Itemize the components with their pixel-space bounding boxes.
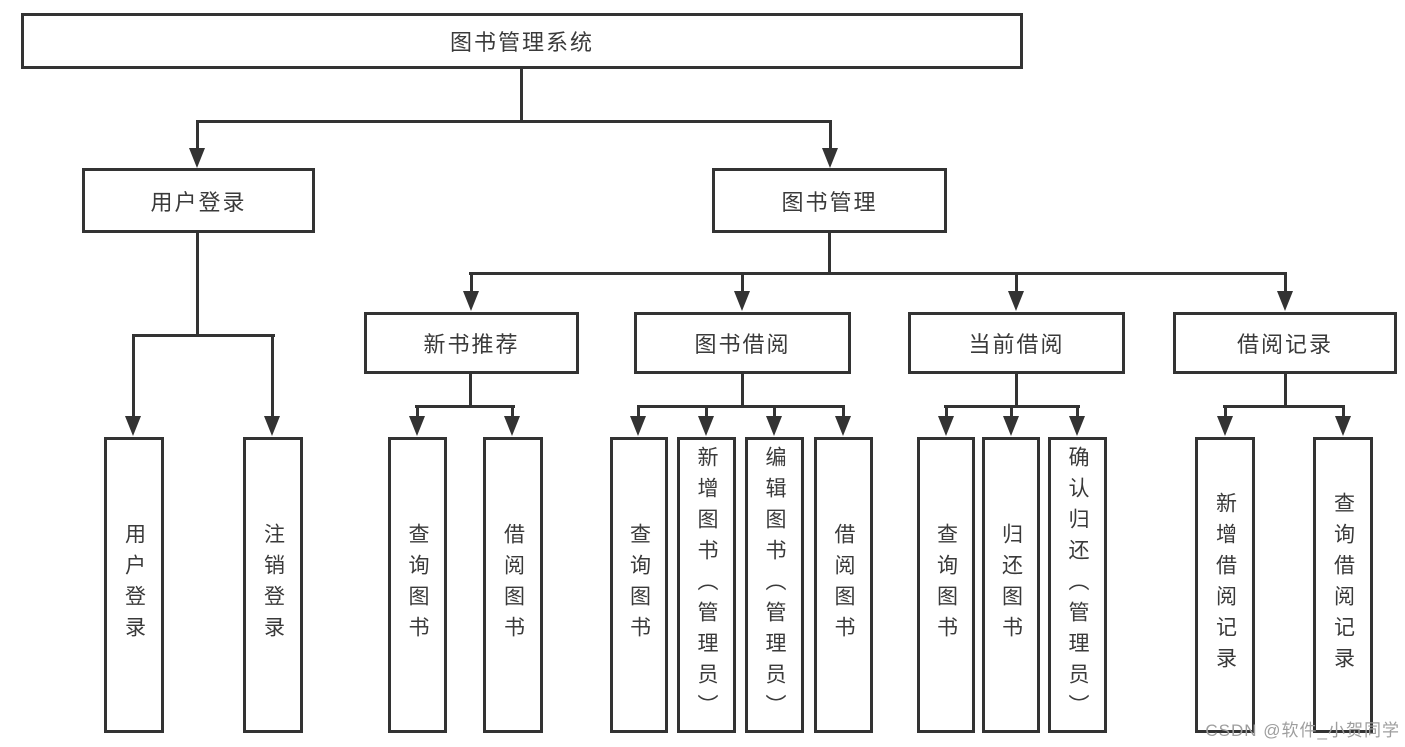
connector-line bbox=[705, 405, 708, 418]
leaf-label: 用户登录 bbox=[122, 523, 146, 647]
node-label: 图书借阅 bbox=[694, 332, 791, 357]
leaf-box-user-login: 用户登录 bbox=[104, 437, 164, 733]
leaf-label: 编辑图书（管理员） bbox=[763, 445, 786, 725]
node-box-library-system: 图书管理系统 bbox=[21, 13, 1023, 69]
node-box-book-management: 图书管理 bbox=[712, 168, 947, 233]
connector-line bbox=[1015, 272, 1018, 293]
leaf-box-add-books-admin: 新增图书（管理员） bbox=[677, 437, 736, 733]
node-label: 图书管理 bbox=[781, 189, 878, 215]
connector-line bbox=[1284, 272, 1287, 293]
connector-line bbox=[469, 374, 472, 407]
leaf-label: 查询图书 bbox=[934, 523, 958, 647]
arrowhead-down-icon bbox=[1335, 416, 1351, 436]
connector-line bbox=[741, 272, 744, 293]
leaf-label: 新增借阅记录 bbox=[1213, 492, 1237, 678]
connector-line bbox=[637, 405, 640, 418]
connector-line bbox=[196, 120, 832, 123]
leaf-label: 借阅图书 bbox=[832, 523, 855, 647]
connector-line bbox=[773, 405, 776, 418]
connector-line bbox=[511, 405, 514, 418]
connector-line bbox=[196, 233, 199, 336]
leaf-box-query-books-recommend: 查询图书 bbox=[388, 437, 447, 733]
arrowhead-down-icon bbox=[734, 291, 750, 311]
connector-line bbox=[637, 405, 845, 408]
leaf-label: 查询借阅记录 bbox=[1331, 492, 1355, 678]
leaf-box-return-books: 归还图书 bbox=[982, 437, 1040, 733]
arrowhead-down-icon bbox=[125, 416, 141, 436]
node-box-book-borrowing: 图书借阅 bbox=[634, 312, 851, 374]
connector-line bbox=[132, 334, 135, 418]
leaf-box-borrow-books-recommend: 借阅图书 bbox=[483, 437, 543, 733]
connector-line bbox=[1224, 405, 1227, 418]
connector-line bbox=[132, 334, 275, 337]
connector-line bbox=[741, 374, 744, 407]
connector-line bbox=[1015, 374, 1018, 407]
node-label: 借阅记录 bbox=[1236, 332, 1333, 357]
leaf-label: 新增图书（管理员） bbox=[695, 445, 718, 725]
leaf-box-query-books-current: 查询图书 bbox=[917, 437, 975, 733]
connector-line bbox=[196, 120, 199, 149]
leaf-box-query-books-borrowing: 查询图书 bbox=[610, 437, 668, 733]
watermark: CSDN @软件_小贺同学 bbox=[1205, 721, 1400, 740]
arrowhead-down-icon bbox=[835, 416, 851, 436]
arrowhead-down-icon bbox=[504, 416, 520, 436]
arrowhead-down-icon bbox=[409, 416, 425, 436]
leaf-box-logout: 注销登录 bbox=[243, 437, 303, 733]
leaf-label: 注销登录 bbox=[261, 523, 285, 647]
leaf-box-query-borrow-record: 查询借阅记录 bbox=[1313, 437, 1373, 733]
arrowhead-down-icon bbox=[698, 416, 714, 436]
connector-line bbox=[416, 405, 419, 418]
node-label: 图书管理系统 bbox=[449, 30, 594, 55]
node-box-borrowing-records: 借阅记录 bbox=[1173, 312, 1397, 374]
node-label: 用户登录 bbox=[150, 189, 247, 215]
connector-line bbox=[469, 272, 1287, 275]
arrowhead-down-icon bbox=[1277, 291, 1293, 311]
arrowhead-down-icon bbox=[1008, 291, 1024, 311]
node-label: 新书推荐 bbox=[423, 332, 520, 357]
connector-line bbox=[1076, 405, 1079, 418]
leaf-label: 归还图书 bbox=[999, 523, 1023, 647]
leaf-box-edit-books-admin: 编辑图书（管理员） bbox=[745, 437, 804, 733]
connector-line bbox=[470, 272, 473, 293]
leaf-label: 借阅图书 bbox=[501, 523, 525, 647]
arrowhead-down-icon bbox=[189, 148, 205, 168]
node-label: 当前借阅 bbox=[968, 332, 1065, 357]
arrowhead-down-icon bbox=[630, 416, 646, 436]
leaf-label: 查询图书 bbox=[406, 523, 429, 647]
connector-line bbox=[945, 405, 948, 418]
connector-line bbox=[271, 334, 274, 418]
leaf-box-borrow-books: 借阅图书 bbox=[814, 437, 873, 733]
arrowhead-down-icon bbox=[1069, 416, 1085, 436]
leaf-box-confirm-return-admin: 确认归还（管理员） bbox=[1048, 437, 1107, 733]
arrowhead-down-icon bbox=[938, 416, 954, 436]
arrowhead-down-icon bbox=[463, 291, 479, 311]
connector-line bbox=[828, 233, 831, 274]
connector-line bbox=[842, 405, 845, 418]
leaf-box-add-borrow-record: 新增借阅记录 bbox=[1195, 437, 1255, 733]
arrowhead-down-icon bbox=[264, 416, 280, 436]
connector-line bbox=[829, 120, 832, 149]
node-box-new-book-recommend: 新书推荐 bbox=[364, 312, 579, 374]
connector-line bbox=[1010, 405, 1013, 418]
connector-line bbox=[1223, 405, 1345, 408]
arrowhead-down-icon bbox=[822, 148, 838, 168]
node-box-current-borrowing: 当前借阅 bbox=[908, 312, 1125, 374]
leaf-label: 确认归还（管理员） bbox=[1066, 445, 1089, 725]
connector-line bbox=[415, 405, 515, 408]
arrowhead-down-icon bbox=[1003, 416, 1019, 436]
arrowhead-down-icon bbox=[766, 416, 782, 436]
node-box-user-login: 用户登录 bbox=[82, 168, 315, 233]
leaf-label: 查询图书 bbox=[627, 523, 651, 647]
connector-line bbox=[1342, 405, 1345, 418]
arrowhead-down-icon bbox=[1217, 416, 1233, 436]
connector-line bbox=[520, 69, 523, 123]
connector-line bbox=[1284, 374, 1287, 407]
